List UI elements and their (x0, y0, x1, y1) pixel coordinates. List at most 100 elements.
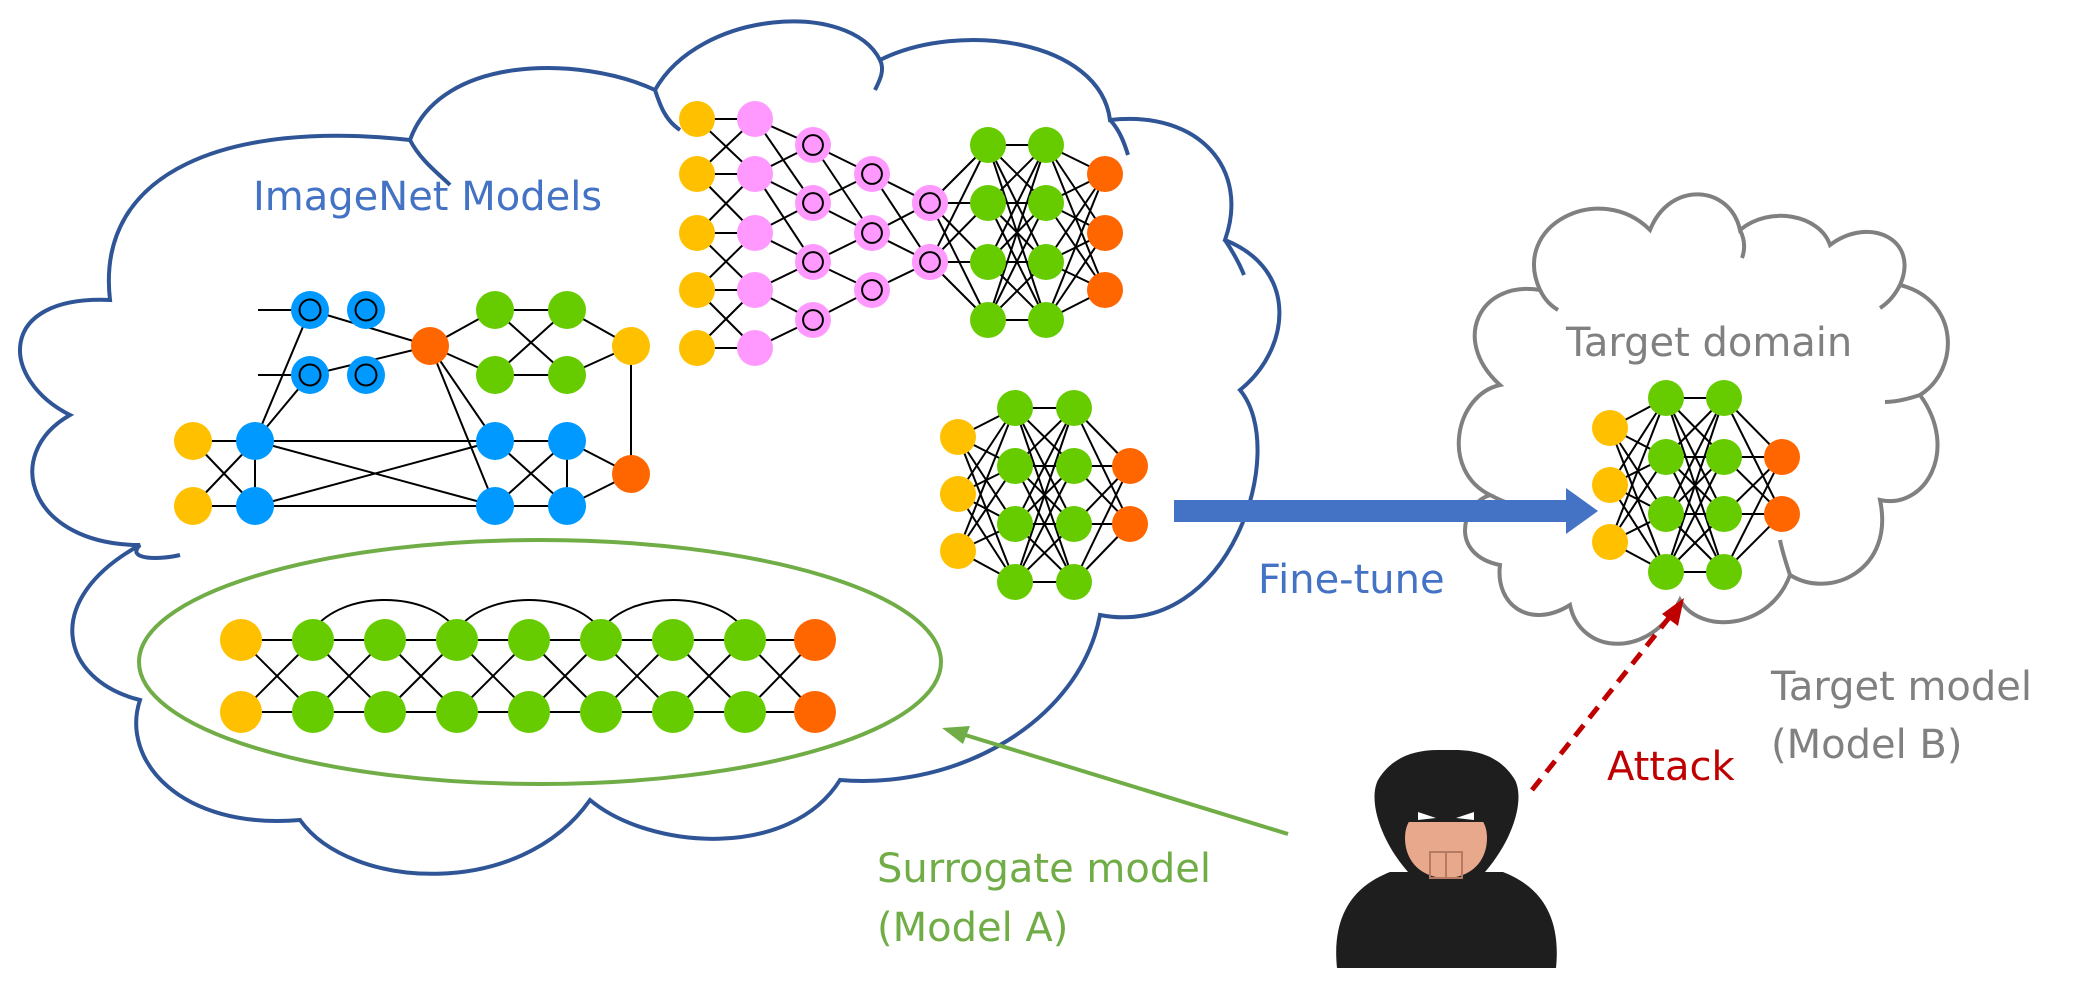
network-node (580, 691, 622, 733)
network-node (220, 619, 262, 661)
network-node (737, 156, 773, 192)
target-model-label: Target model (1770, 664, 2032, 710)
network-edge (254, 440, 496, 507)
fine-tune-arrow (1174, 488, 1598, 534)
network-edge (987, 202, 1047, 321)
network-node (580, 619, 622, 661)
network-node (174, 422, 212, 460)
network-node (1112, 506, 1148, 542)
skip-connection (600, 599, 746, 631)
network-node (220, 691, 262, 733)
network-edge (429, 345, 496, 507)
imagenet-cloud-inner-arcs (134, 59, 1246, 560)
target-domain-label: Target domain (1565, 320, 1852, 366)
network-node (737, 272, 773, 308)
network-node (1028, 302, 1064, 338)
network-node (912, 185, 948, 221)
network-node (1706, 380, 1742, 416)
network-node (795, 302, 831, 338)
network-node (476, 356, 514, 394)
network-node (1592, 524, 1628, 560)
network-edge (929, 144, 989, 263)
conv-node-ring (298, 298, 322, 322)
network-node (724, 619, 766, 661)
network-node (364, 691, 406, 733)
network-edge (987, 144, 1047, 263)
network-node (612, 327, 650, 365)
conv-node-ring (861, 163, 883, 185)
conv-node-ring (861, 222, 883, 244)
conv-node-ring (802, 251, 824, 273)
network-edge (1665, 397, 1725, 573)
network-node (854, 272, 890, 308)
network-node (679, 215, 715, 251)
network-node (1764, 496, 1800, 532)
network-node (1056, 564, 1092, 600)
conv-node-ring (354, 363, 378, 387)
network-node (1648, 554, 1684, 590)
network-node (1087, 272, 1123, 308)
skip-connection (312, 599, 458, 631)
network-node (436, 691, 478, 733)
network-node (652, 691, 694, 733)
network-node (236, 422, 274, 460)
network-node (291, 356, 329, 394)
network-node (548, 487, 586, 525)
network-node (476, 291, 514, 329)
network-node (679, 156, 715, 192)
network-node (476, 487, 514, 525)
network-edge (957, 407, 1016, 552)
network-node (795, 244, 831, 280)
network-node (292, 619, 334, 661)
network-edge (1665, 397, 1725, 515)
network-node (548, 291, 586, 329)
network-node (940, 476, 976, 512)
network-node (411, 327, 449, 365)
network-node (1028, 185, 1064, 221)
network-node (679, 101, 715, 137)
skip-connection (456, 599, 602, 631)
network-diagrams (174, 101, 1800, 733)
network-node (795, 185, 831, 221)
model-a-label: (Model A) (877, 905, 1068, 951)
network-node (997, 448, 1033, 484)
conv-node-ring (298, 363, 322, 387)
conv-node-ring (919, 251, 941, 273)
network-node (347, 291, 385, 329)
imagenet-models-label: ImageNet Models (253, 174, 602, 220)
network-edge (1045, 173, 1106, 321)
network-node (508, 691, 550, 733)
network-node (997, 390, 1033, 426)
network-edge (254, 309, 311, 442)
network-node (970, 244, 1006, 280)
attack-label: Attack (1607, 744, 1736, 790)
network-node (508, 619, 550, 661)
network-node (436, 619, 478, 661)
network-node (1706, 554, 1742, 590)
network-node (236, 487, 274, 525)
network-node (1112, 448, 1148, 484)
network-node (737, 101, 773, 137)
network-node (652, 619, 694, 661)
network-node (1706, 439, 1742, 475)
network-node (548, 422, 586, 460)
network-node (970, 185, 1006, 221)
network-node (1056, 448, 1092, 484)
network-node (737, 215, 773, 251)
network-node (1028, 244, 1064, 280)
network-node (970, 127, 1006, 163)
network-node (854, 215, 890, 251)
network-node (737, 330, 773, 366)
network-node (364, 619, 406, 661)
network-edge (1014, 407, 1075, 583)
network-edge (1073, 465, 1131, 583)
network-node (1056, 506, 1092, 542)
network-edge (1723, 456, 1783, 573)
network-node (1087, 215, 1123, 251)
fine-tune-label: Fine-tune (1258, 557, 1445, 603)
network-node (940, 533, 976, 569)
network-node (724, 691, 766, 733)
network-node (679, 272, 715, 308)
network-node (1648, 380, 1684, 416)
